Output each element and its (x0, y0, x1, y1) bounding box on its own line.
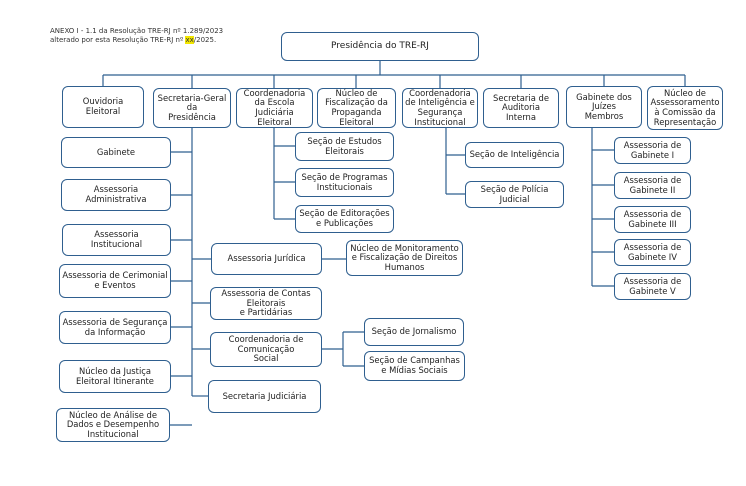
resolution-number-highlight: xx (185, 36, 194, 44)
node-gabinete-juizes[interactable]: Gabinete dos Juízes Membros (566, 86, 642, 128)
node-presidencia[interactable]: Presidência do TRE-RJ (281, 32, 479, 61)
node-auditoria-interna[interactable]: Secretaria de Auditoria Interna (483, 88, 559, 128)
node-inteligencia-seguranca[interactable]: Coordenadoria de Inteligência e Seguranç… (402, 88, 478, 128)
node-secao-estudos-eleitorais[interactable]: Seção de Estudos Eleitorais (295, 132, 394, 161)
node-escola-judiciaria[interactable]: Coordenadoria da Escola Judiciária Eleit… (236, 88, 313, 128)
node-justica-itinerante[interactable]: Núcleo da Justiça Eleitoral Itinerante (59, 360, 171, 393)
node-fiscalizacao-propaganda[interactable]: Núcleo de Fiscalização da Propaganda Ele… (317, 88, 396, 128)
node-secao-inteligencia[interactable]: Seção de Inteligência (465, 142, 564, 168)
node-secretaria-geral[interactable]: Secretaria-Geral da Presidência (153, 88, 231, 128)
node-analise-dados[interactable]: Núcleo de Análise de Dados e Desempenho … (56, 408, 170, 442)
node-secao-campanhas[interactable]: Seção de Campanhas e Mídias Sociais (364, 351, 465, 381)
node-comunicacao-social[interactable]: Coordenadoria de Comunicação Social (210, 332, 322, 367)
node-secretaria-judiciaria[interactable]: Secretaria Judiciária (208, 380, 321, 413)
resolution-note: ANEXO I - 1.1 da Resolução TRE-RJ nº 1.2… (50, 27, 223, 45)
resolution-note-line2: alterado por esta Resolução TRE-RJ nº xx… (50, 36, 223, 45)
node-ouvidoria[interactable]: Ouvidoria Eleitoral (62, 86, 144, 128)
node-assessoria-juridica[interactable]: Assessoria Jurídica (211, 243, 322, 275)
node-assessoria-gabinete-2[interactable]: Assessoria de Gabinete II (614, 172, 691, 199)
node-secao-jornalismo[interactable]: Seção de Jornalismo (364, 318, 464, 346)
node-assessoria-institucional[interactable]: Assessoria Institucional (62, 224, 171, 256)
resolution-note-prefix: alterado por esta Resolução TRE-RJ nº (50, 36, 186, 44)
node-assessoria-gabinete-1[interactable]: Assessoria de Gabinete I (614, 137, 691, 164)
node-direitos-humanos[interactable]: Núcleo de Monitoramento e Fiscalização d… (346, 240, 463, 276)
node-secao-editoracoes[interactable]: Seção de Editorações e Publicações (295, 205, 394, 233)
node-assessoramento-comissao[interactable]: Núcleo de Assessoramento à Comissão da R… (647, 86, 723, 130)
node-seguranca-informacao[interactable]: Assessoria de Segurança da Informação (59, 311, 171, 344)
node-assessoria-gabinete-3[interactable]: Assessoria de Gabinete III (614, 206, 691, 233)
node-secao-policia-judicial[interactable]: Seção de Polícia Judicial (465, 181, 564, 208)
node-secao-programas[interactable]: Seção de Programas Institucionais (295, 168, 394, 197)
resolution-note-line1: ANEXO I - 1.1 da Resolução TRE-RJ nº 1.2… (50, 27, 224, 35)
node-gabinete[interactable]: Gabinete (61, 137, 171, 168)
node-assessoria-gabinete-4[interactable]: Assessoria de Gabinete IV (614, 239, 691, 266)
node-contas-eleitorais[interactable]: Assessoria de Contas Eleitorais e Partid… (210, 287, 322, 320)
resolution-note-suffix: /2025. (193, 36, 217, 44)
node-cerimonial-eventos[interactable]: Assessoria de Cerimonial e Eventos (59, 264, 171, 298)
node-assessoria-administrativa[interactable]: Assessoria Administrativa (61, 179, 171, 211)
node-assessoria-gabinete-5[interactable]: Assessoria de Gabinete V (614, 273, 691, 300)
